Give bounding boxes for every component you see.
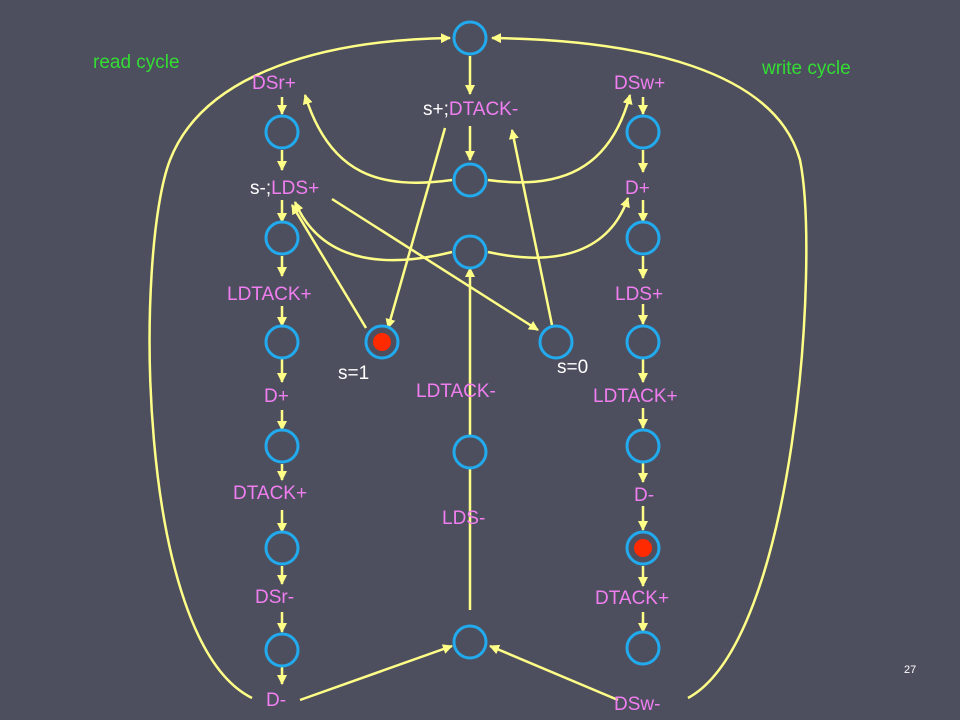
place-s0 [538, 324, 574, 360]
arc [302, 94, 453, 184]
slide-number: 27 [904, 664, 916, 676]
arc [487, 94, 633, 184]
place-center-1 [452, 162, 488, 198]
arc [489, 644, 619, 702]
token [373, 333, 391, 351]
read-cycle-heading: read cycle [93, 52, 180, 73]
write-cycle-heading: write cycle [761, 58, 851, 79]
place-write-6 [625, 630, 661, 666]
place-read-6 [264, 632, 300, 668]
label-lds-minus: LDS- [442, 508, 485, 529]
place-read-3 [264, 324, 300, 360]
place-write-4 [625, 428, 661, 464]
arc [491, 33, 808, 700]
arc [385, 127, 447, 329]
label-d-plus-right: D+ [625, 178, 650, 199]
label-ldtack-plus-left: LDTACK+ [227, 284, 312, 305]
label-d-minus-left: D- [266, 690, 286, 711]
place-write-1 [625, 114, 661, 150]
place-top [452, 20, 488, 56]
label-d-minus-right: D- [634, 485, 654, 506]
arc [148, 33, 451, 700]
place-read-2 [264, 220, 300, 256]
token [634, 539, 652, 557]
place-center-4 [452, 434, 488, 470]
place-write-2 [625, 220, 661, 256]
label-dtack-plus-left: DTACK+ [233, 483, 307, 504]
label-dsw-plus: DSw+ [614, 73, 665, 94]
label-dsr-plus: DSr+ [252, 73, 296, 94]
place-read-5 [264, 530, 300, 566]
arc [487, 197, 630, 259]
label-d-plus-left: D+ [264, 386, 289, 407]
label-ldtack-minus: LDTACK- [416, 381, 496, 402]
label-s-minus-lds-plus: s-;LDS+ [250, 178, 319, 199]
label-ldtack-plus-right: LDTACK+ [593, 386, 678, 407]
arc [331, 197, 539, 332]
label-s-eq-0: s=0 [557, 357, 588, 378]
label-dsr-minus: DSr- [255, 587, 294, 608]
arcs [148, 33, 808, 702]
labels: read cycle write cycle DSr+ DSw+ s+;DTAC… [93, 52, 916, 715]
label-dtack-plus-right: DTACK+ [595, 588, 669, 609]
place-write-3 [625, 324, 661, 360]
place-center-2 [452, 234, 488, 270]
place-read-1 [264, 114, 300, 150]
label-dsw-minus: DSw- [614, 694, 660, 715]
label-s-plus-dtack-minus: s+;DTACK- [423, 99, 518, 120]
places [264, 20, 661, 668]
arc [293, 201, 453, 262]
label-lds-plus-right: LDS+ [615, 284, 663, 305]
tokens [373, 333, 652, 557]
label-s-eq-1: s=1 [338, 363, 369, 384]
arc [508, 129, 554, 326]
arc [290, 204, 368, 329]
place-read-4 [264, 428, 300, 464]
place-center-6 [452, 624, 488, 660]
arc [299, 644, 453, 702]
